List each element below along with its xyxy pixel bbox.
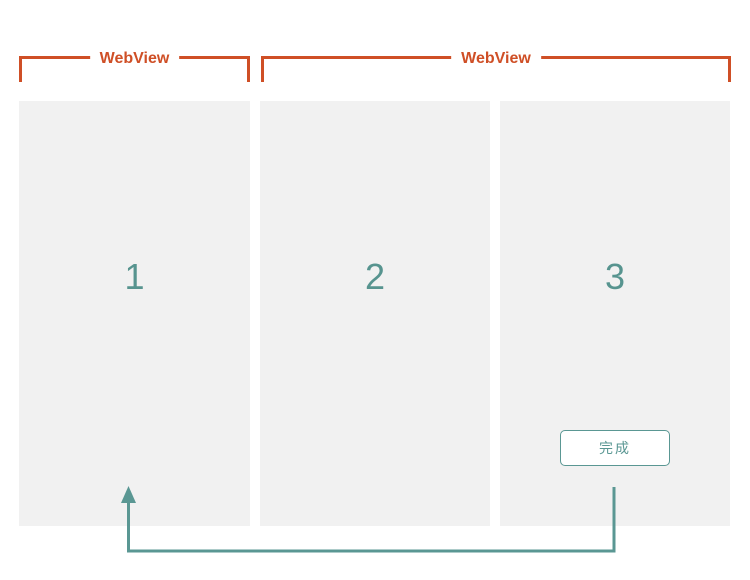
webview-label-2: WebView (451, 48, 541, 68)
webview-bracket-2: WebView (261, 48, 731, 82)
webview-panel-1: 1 (19, 101, 250, 526)
panel-number-3: 3 (604, 256, 626, 297)
done-button[interactable]: 完成 (560, 430, 670, 466)
webview-label-1: WebView (89, 48, 180, 68)
panel-number-1: 1 (124, 256, 145, 297)
panel-number-2: 2 (364, 256, 386, 297)
webview-panel-2: 2 (260, 101, 490, 526)
webview-bracket-1: WebView (19, 48, 250, 82)
